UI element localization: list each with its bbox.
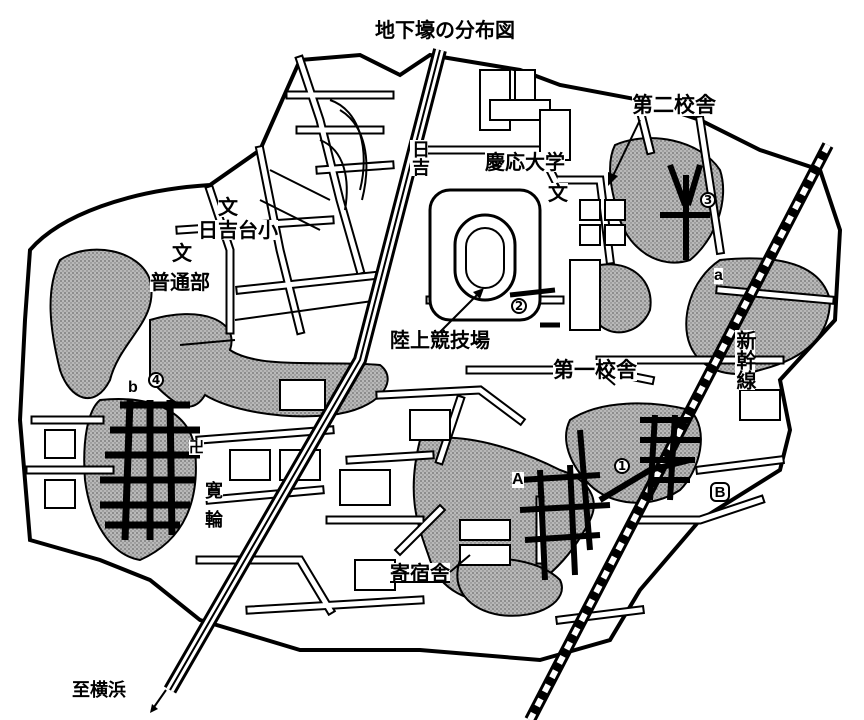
second-campus-label: 第二校舎 [632,93,716,117]
tunnel-network-futsubu [100,399,200,541]
tunnel-network-second-campus [660,163,710,260]
entrance-letter-a: a [714,267,723,284]
hill-area-west [49,248,153,400]
arrow-to-second-campus [611,119,641,179]
school-symbol-futsubu: 文 [172,241,192,265]
to-yokohama-label: 至横浜 [72,680,126,701]
entrance-letter-A: A [512,471,524,488]
arrow-to-first-campus [599,371,616,386]
shinkansen-label: 新幹線 [733,330,757,390]
tunnel-marker-4: 4 [148,372,164,388]
hill-area-dorm-south [456,557,563,617]
rin-label: 輪 [205,510,223,531]
futsubu-label: 普通部 [150,270,210,294]
arrow-to-dorm [449,554,471,573]
kanno-label: 寛 [205,481,223,502]
dormitory-label: 寄宿舎 [390,561,450,585]
first-campus-label: 第一校舎 [553,358,637,382]
school-symbol-hiyoshidai: 文 [218,195,238,219]
temple-symbol: 卍 [189,438,205,456]
school-symbol-keio: 文 [548,181,568,205]
keio-university-label: 慶応大学 [485,150,565,174]
entrance-letter-b: b [128,379,138,396]
athletics-track [428,188,542,322]
map-title: 地下壕の分布図 [375,18,515,42]
shinkansen-line [524,142,834,720]
station-label-hiyoshi: 日吉 [409,140,430,176]
tunnel-short-segments [509,287,560,328]
yokohama-arrow-icon [150,689,167,713]
tunnel-marker-3: 3 [700,192,716,208]
entrance-letter-B: B [710,482,730,502]
tunnel-network-first-campus [519,414,700,581]
tunnel-marker-1: 1 [614,458,630,474]
residential-streets [179,99,381,346]
tunnel-marker-2: 2 [511,298,527,314]
hiyoshidai-elementary-label: 日吉台小 [198,218,278,242]
arrow-to-track [439,291,481,333]
athletics-stadium-label: 陸上競技場 [390,328,490,352]
building-blocks [44,69,781,591]
